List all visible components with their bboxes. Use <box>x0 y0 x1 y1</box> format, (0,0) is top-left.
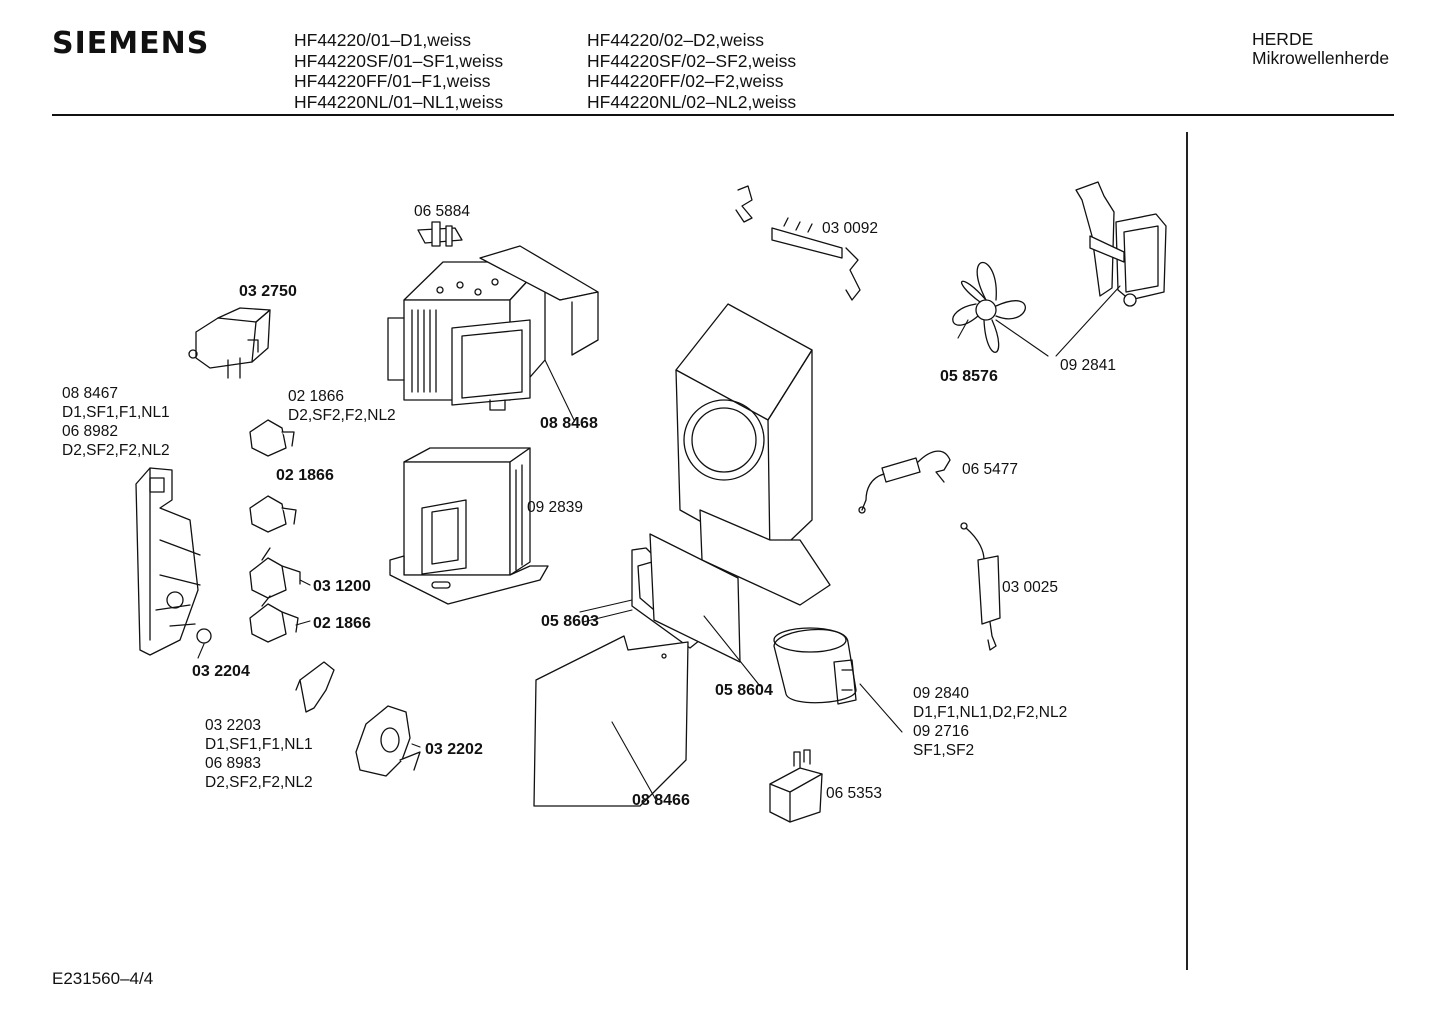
part-microswitch-021866-top <box>250 420 294 456</box>
part-label-line: 06 8982 <box>62 423 119 440</box>
part-cover-plate <box>480 246 598 355</box>
part-label: 06 5353 <box>826 785 883 802</box>
model-line: HF44220FF/02–F2,weiss <box>587 71 784 92</box>
part-label-line: 06 8983 <box>205 755 262 772</box>
model-line: HF44220FF/01–F1,weiss <box>294 71 491 92</box>
part-label: 06 5477 <box>962 461 1019 478</box>
part-mica-plate-058604 <box>650 534 740 662</box>
part-air-guide-shroud <box>676 304 830 605</box>
part-label-group: 08 8467 D1,SF1,F1,NL1 06 8982 D2,SF2,F2,… <box>62 384 170 460</box>
part-label-line: D2,SF2,F2,NL2 <box>205 774 313 791</box>
part-label: 05 8604 <box>715 682 773 699</box>
part-latch-032202 <box>356 706 420 776</box>
part-label: 02 1866 <box>313 615 371 632</box>
part-fan-motor-092841 <box>1076 182 1166 306</box>
part-label: 02 1866 <box>276 467 334 484</box>
part-label-line: 09 2840 <box>913 685 970 702</box>
leader-lines <box>198 286 1120 800</box>
part-label-line: 08 8467 <box>62 385 119 402</box>
part-magnetron-088468 <box>388 262 545 410</box>
part-label: 03 2750 <box>239 283 297 300</box>
part-label-line: D2,SF2,F2,NL2 <box>62 442 170 459</box>
part-label-group: 09 2840 D1,F1,NL1,D2,F2,NL2 09 2716 SF1,… <box>913 684 1067 760</box>
part-lever-032203 <box>296 662 334 712</box>
model-line: HF44220SF/02–SF2,weiss <box>587 50 797 71</box>
part-label-group: 02 1866 D2,SF2,F2,NL2 <box>288 387 396 425</box>
siemens-logo: SIEMENS <box>52 26 210 61</box>
part-label-line: D1,F1,NL1,D2,F2,NL2 <box>913 704 1068 721</box>
part-spring-032204 <box>197 629 211 643</box>
part-label: 03 2204 <box>192 663 250 680</box>
part-label: 08 8466 <box>632 792 690 809</box>
part-resistor-030092 <box>736 186 860 300</box>
part-relay-065353 <box>770 750 822 822</box>
part-label: 09 2841 <box>1060 357 1117 374</box>
model-line: HF44220NL/01–NL1,weiss <box>294 92 504 113</box>
part-label: 03 2202 <box>425 741 483 758</box>
part-fan-blade-058576 <box>953 263 1026 353</box>
document-code: E231560–4/4 <box>52 969 154 988</box>
part-label: 03 0092 <box>822 220 879 237</box>
part-switch-housing-088467 <box>136 468 200 655</box>
part-label: 06 5884 <box>414 203 471 220</box>
category-line-1: HERDE <box>1252 29 1314 49</box>
part-label: 05 8576 <box>940 368 998 385</box>
part-microswitch-031200 <box>250 548 300 598</box>
model-line: HF44220/02–D2,weiss <box>587 30 765 50</box>
model-list-col2: HF44220/02–D2,weiss HF44220SF/02–SF2,wei… <box>587 30 796 113</box>
category-line-2: Mikrowellenherde <box>1252 48 1390 68</box>
model-list-col1: HF44220/01–D1,weiss HF44220SF/01–SF1,wei… <box>294 30 503 113</box>
part-transformer-092839 <box>390 448 548 604</box>
category-label: HERDE Mikrowellenherde <box>1252 30 1389 68</box>
part-label-line: D1,SF1,F1,NL1 <box>205 736 313 753</box>
part-thermal-fuse-065477 <box>859 451 950 513</box>
part-label-line: D1,SF1,F1,NL1 <box>62 404 170 421</box>
side-rule <box>1186 132 1188 970</box>
model-line: HF44220NL/02–NL2,weiss <box>587 92 797 113</box>
part-door-panel-088466 <box>534 636 688 806</box>
part-label: 03 1200 <box>313 578 371 595</box>
header-rule <box>52 114 1394 116</box>
part-bracket-065884 <box>418 222 462 246</box>
part-relay-032750 <box>189 308 270 378</box>
part-label-line: D2,SF2,F2,NL2 <box>288 407 396 424</box>
part-microswitch-021866-b <box>250 596 298 642</box>
model-line: HF44220SF/01–SF1,weiss <box>294 50 504 71</box>
part-label-line: 02 1866 <box>288 388 345 405</box>
part-label: 03 0025 <box>1002 579 1059 596</box>
part-label-group: 03 2203 D1,SF1,F1,NL1 06 8983 D2,SF2,F2,… <box>205 716 313 792</box>
part-label: 08 8468 <box>540 415 598 432</box>
part-label-line: SF1,SF2 <box>913 742 975 759</box>
part-diode-030025 <box>961 523 1000 650</box>
part-label-line: 09 2716 <box>913 723 970 740</box>
model-line: HF44220/01–D1,weiss <box>294 30 472 50</box>
part-capacitor-092840 <box>774 628 856 704</box>
part-label: 05 8603 <box>541 613 599 630</box>
part-label-line: 03 2203 <box>205 717 262 734</box>
part-microswitch-021866-a <box>250 496 296 532</box>
part-label: 09 2839 <box>527 499 584 516</box>
